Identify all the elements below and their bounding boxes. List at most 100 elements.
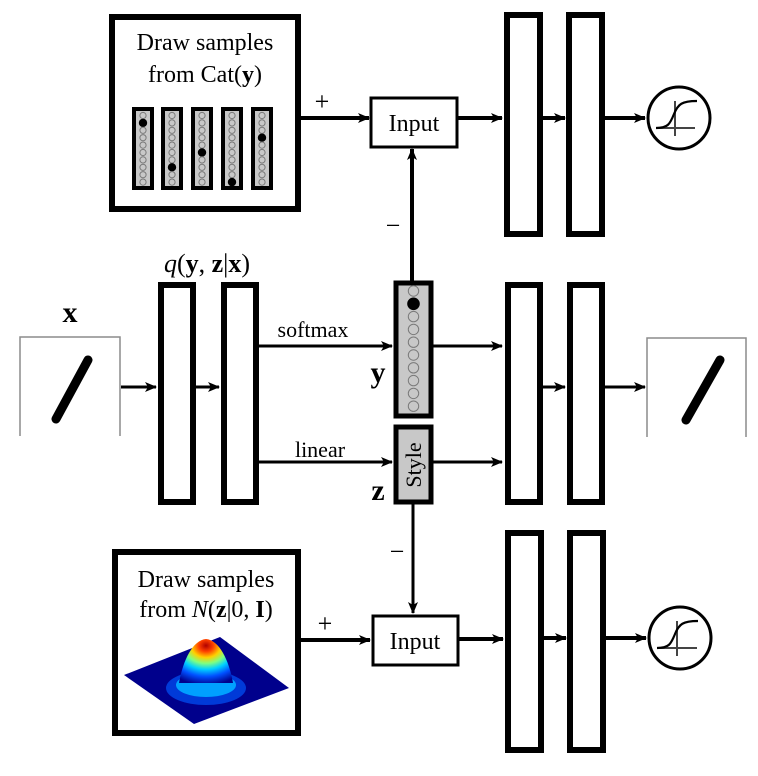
sigmoid-icon-bottom [647, 605, 713, 671]
unit-inactive [168, 134, 176, 142]
decoder-top-layer-1 [504, 12, 543, 237]
gaussian-sampler-box: Draw samples from N(z|0, I) [112, 549, 301, 736]
unit-inactive [228, 163, 236, 171]
unit-inactive [258, 141, 266, 149]
minus-sign-bottom: − [390, 537, 405, 566]
unit-active [407, 297, 420, 311]
input-image [19, 336, 121, 436]
unit-inactive [228, 156, 236, 164]
unit-inactive [168, 148, 176, 157]
unit-inactive [228, 134, 236, 142]
decoder-bottom-layer-1 [505, 530, 544, 753]
y-latent-box [393, 280, 434, 419]
categorical-samples [132, 107, 273, 190]
input-label-bottom: Input [390, 629, 441, 655]
unit-inactive [407, 336, 420, 348]
unit-inactive [139, 156, 147, 164]
unit-active [257, 133, 267, 142]
decoder-mid-layer-2 [567, 282, 605, 505]
sample-column [251, 107, 273, 190]
unit-inactive [258, 119, 266, 127]
plus-sign-top: + [315, 87, 330, 116]
unit-inactive [228, 119, 236, 127]
unit-inactive [258, 126, 266, 134]
unit-inactive [258, 111, 266, 120]
unit-inactive [139, 111, 147, 120]
unit-inactive [198, 178, 206, 186]
sampler-line2: from Cat(y) [148, 62, 262, 88]
digit-one-stroke-output [681, 355, 725, 425]
unit-inactive [139, 163, 147, 171]
plus-sign-bottom: + [318, 609, 333, 638]
unit-active [197, 148, 207, 157]
unit-inactive [198, 141, 206, 149]
sample-column [161, 107, 183, 190]
unit-inactive [258, 171, 266, 179]
unit-inactive [198, 119, 206, 127]
minus-sign-top: − [386, 211, 401, 240]
unit-inactive [228, 171, 236, 179]
unit-inactive [198, 163, 206, 171]
sampler-line1: Draw samples [137, 30, 274, 56]
decoder-bottom-layer-2 [567, 530, 606, 753]
unit-inactive [139, 148, 147, 157]
unit-inactive [228, 148, 236, 157]
decoder-top-layer-2 [566, 12, 605, 237]
gauss-sampler-line1: Draw samples [138, 567, 275, 593]
gaussian-surface-icon [124, 637, 289, 724]
unit-inactive [168, 119, 176, 127]
unit-inactive [168, 141, 176, 149]
y-latent-units [407, 285, 420, 412]
unit-inactive [198, 111, 206, 120]
encoder-label: q(y, z|x) [164, 249, 250, 278]
unit-active [167, 163, 177, 172]
unit-inactive [168, 156, 176, 164]
unit-inactive [139, 171, 147, 179]
unit-active [138, 118, 148, 128]
unit-inactive [139, 134, 147, 142]
y-label: y [371, 356, 386, 389]
z-label: z [371, 474, 384, 507]
softmax-label: softmax [278, 317, 349, 342]
encoder-layer-1 [158, 282, 196, 505]
unit-inactive [168, 178, 176, 186]
unit-inactive [228, 141, 236, 149]
unit-active [227, 177, 237, 187]
unit-inactive [407, 374, 420, 387]
unit-inactive [407, 285, 420, 297]
unit-inactive [139, 141, 147, 149]
input-x-label: x [63, 296, 78, 329]
unit-inactive [407, 349, 420, 361]
gauss-sampler-line2: from N(z|0, I) [139, 597, 272, 623]
unit-inactive [139, 178, 147, 186]
encoder-layer-2 [221, 282, 259, 505]
unit-inactive [228, 111, 236, 120]
unit-inactive [198, 156, 206, 164]
input-box-bottom: Input [371, 614, 460, 667]
unit-inactive [168, 171, 176, 179]
unit-inactive [168, 111, 176, 120]
input-label-top: Input [389, 111, 440, 137]
linear-label: linear [295, 437, 346, 462]
unit-inactive [407, 362, 420, 374]
decoder-mid-layer-1 [505, 282, 543, 505]
unit-inactive [198, 171, 206, 179]
style-label: Style [401, 442, 426, 487]
sigmoid-icon-top [646, 85, 712, 151]
input-box-top: Input [369, 96, 459, 149]
output-image [646, 337, 747, 437]
sample-column [221, 107, 243, 190]
sample-column [132, 107, 154, 190]
digit-one-stroke [51, 355, 93, 424]
z-style-box: Style [393, 424, 434, 505]
unit-inactive [198, 134, 206, 142]
unit-inactive [407, 387, 420, 400]
sample-column [191, 107, 213, 190]
unit-inactive [258, 163, 266, 171]
unit-inactive [407, 400, 420, 412]
unit-inactive [228, 126, 236, 134]
categorical-sampler-box: Draw samples from Cat(y) [109, 14, 301, 212]
unit-inactive [139, 126, 147, 134]
unit-inactive [407, 323, 420, 336]
